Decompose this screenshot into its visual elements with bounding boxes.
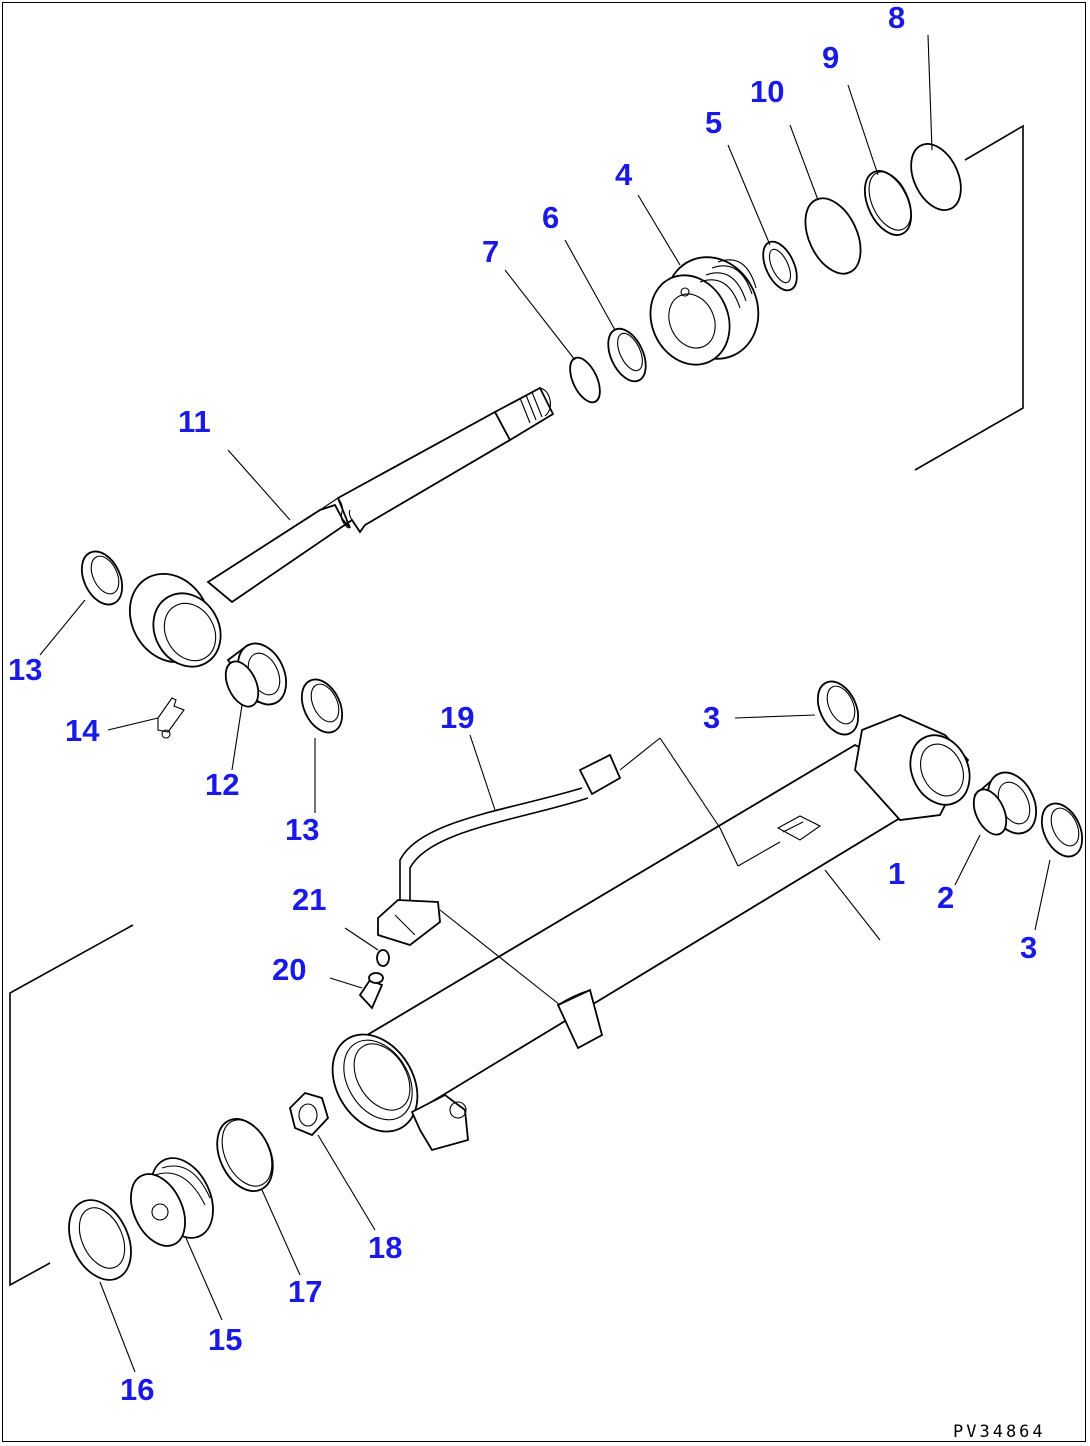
piston [649, 256, 760, 366]
callout-5: 5 [705, 105, 722, 140]
lower-group-bracket [9, 924, 134, 1287]
callout-15: 15 [208, 1322, 242, 1357]
callout-11: 11 [178, 404, 211, 439]
ring-5 [762, 240, 798, 292]
callout-10: 10 [750, 74, 784, 109]
ring-17 [216, 1118, 274, 1192]
ring-10 [804, 197, 862, 275]
ring-6 [607, 327, 647, 383]
drawing-code: PV34864 [953, 1422, 1046, 1442]
callout-9: 9 [822, 40, 839, 75]
nut-18 [289, 1091, 330, 1137]
piston-rod [128, 386, 555, 668]
ring-8 [910, 143, 962, 211]
callout-7: 7 [482, 234, 499, 269]
ring-16 [68, 1199, 132, 1281]
bolt-20 [358, 972, 384, 1010]
assembly-center-lines [439, 737, 781, 1006]
callout-19: 19 [440, 700, 474, 735]
callout-2: 2 [937, 880, 954, 915]
callout-13-lower: 13 [285, 812, 319, 847]
callout-6: 6 [542, 200, 559, 235]
washer-21 [376, 949, 390, 967]
dust-seal-3-right [1040, 802, 1084, 858]
callout-14: 14 [65, 713, 100, 748]
callout-labels: 1 2 3 3 4 5 6 7 8 9 10 11 12 13 13 14 15… [8, 0, 1037, 1407]
upper-group-bracket [914, 124, 1024, 471]
hose-19 [377, 737, 661, 946]
callout-3-top: 3 [703, 700, 720, 735]
cylinder-tube [331, 714, 971, 1152]
callout-18: 18 [368, 1230, 402, 1265]
callout-16: 16 [120, 1372, 154, 1407]
callout-8: 8 [888, 0, 905, 35]
ring-7 [569, 356, 601, 404]
callout-1: 1 [888, 856, 905, 891]
piston-15 [130, 1157, 214, 1247]
callout-20: 20 [272, 952, 306, 987]
callout-21: 21 [292, 882, 326, 917]
leader-lines [39, 34, 1051, 1373]
clip-14 [157, 697, 185, 739]
ring-9 [863, 170, 913, 236]
callout-17: 17 [288, 1274, 322, 1309]
callout-13-upper: 13 [8, 652, 42, 687]
callout-12: 12 [205, 767, 239, 802]
dust-seal-3-top [816, 680, 860, 736]
callout-4: 4 [615, 157, 633, 192]
dust-seal-13-upper [80, 550, 124, 606]
callout-3-right: 3 [1020, 930, 1037, 965]
bushing-2 [972, 771, 1037, 836]
dust-seal-13-lower [300, 678, 344, 734]
bushing-12 [224, 642, 287, 708]
